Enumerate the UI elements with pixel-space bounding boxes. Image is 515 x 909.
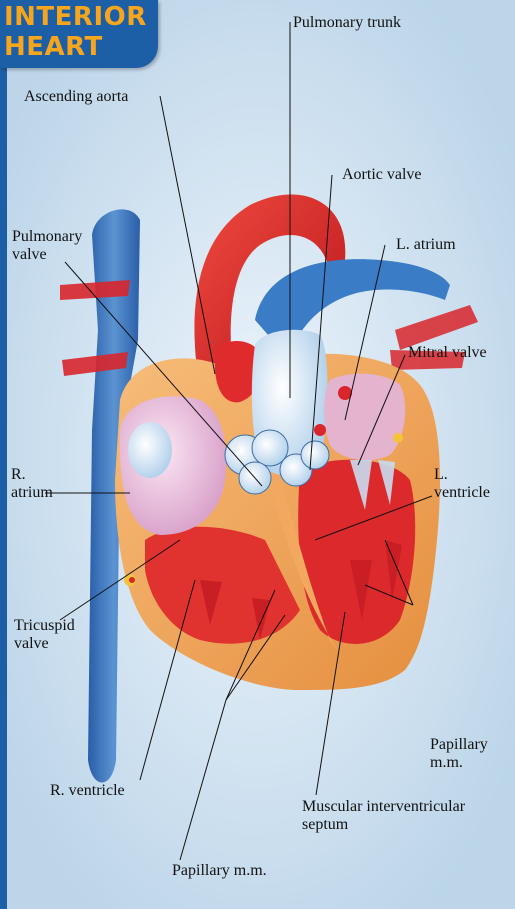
label-papillary-mm-bottom: Papillary m.m. (172, 862, 267, 880)
label-tricuspid-valve: Tricuspid valve (14, 617, 75, 653)
label-papillary-mm-right: Papillary m.m. (430, 736, 488, 772)
left-atrium-chamber (324, 374, 405, 461)
title-banner: INTERIOR HEART (0, 0, 158, 68)
left-atrium-vein-opening-2 (314, 424, 326, 436)
left-accent-bar (0, 60, 7, 909)
coronary-vessel-left (393, 433, 403, 443)
label-aortic-valve: Aortic valve (342, 166, 422, 184)
label-r-atrium: R. atrium (11, 466, 53, 502)
right-atrium-opening (128, 422, 172, 478)
label-pulmonary-trunk: Pulmonary trunk (293, 14, 401, 32)
title-line-2: HEART (4, 33, 103, 61)
label-r-ventricle: R. ventricle (50, 782, 125, 800)
label-l-ventricle: L. ventricle (434, 466, 490, 502)
label-mitral-valve: Mitral valve (408, 344, 487, 362)
label-muscular-septum: Muscular interventricular septum (302, 798, 465, 834)
label-l-atrium: L. atrium (396, 236, 456, 254)
label-pulmonary-valve: Pulmonary valve (12, 228, 82, 264)
label-ascending-aorta: Ascending aorta (24, 88, 128, 106)
title-line-1: INTERIOR (4, 3, 147, 31)
